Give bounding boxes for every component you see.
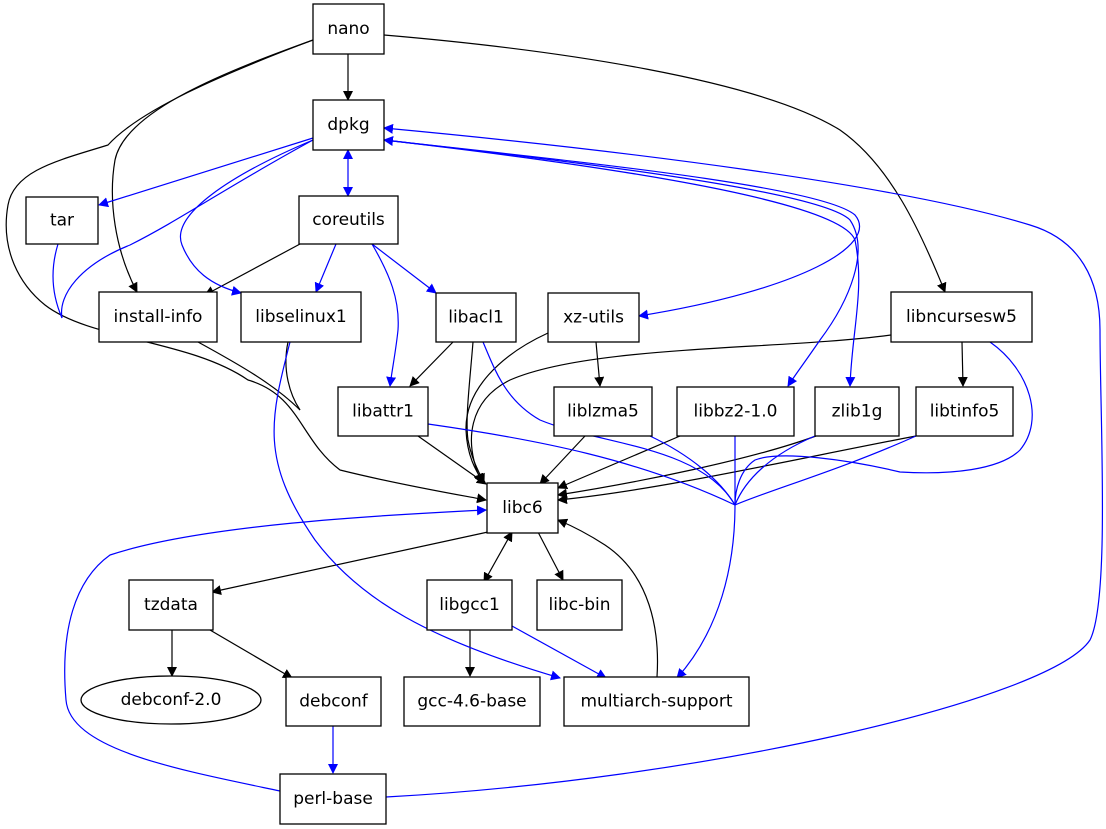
- node-multiarch-support[interactable]: multiarch-support: [563, 676, 750, 727]
- node-libncursesw5[interactable]: libncursesw5: [890, 291, 1033, 343]
- edge-dpkg-tar: [98, 137, 314, 208]
- node-label: xz-utils: [563, 308, 624, 328]
- node-label: libtinfo5: [930, 402, 1000, 422]
- node-libacl1[interactable]: libacl1: [435, 292, 517, 343]
- node-libc6[interactable]: libc6: [486, 482, 559, 534]
- edge-libncursesw5-multiarch-hub: [734, 341, 1033, 506]
- node-label: libgcc1: [439, 595, 500, 615]
- edge-tzdata-debconf: [209, 629, 293, 679]
- edge-perl-base-dpkg: [383, 123, 1104, 798]
- node-dpkg[interactable]: dpkg: [312, 99, 385, 151]
- edge-liblzma5-libc6: [539, 435, 586, 485]
- node-label: libbz2-1.0: [694, 402, 778, 422]
- edge-nano-install-info: [111, 39, 314, 293]
- node-tar[interactable]: tar: [25, 196, 99, 245]
- node-nano[interactable]: nano: [312, 3, 385, 55]
- nodes: nano dpkg tar coreutils install-info lib…: [25, 3, 1033, 825]
- edge-libc6-tzdata: [211, 531, 489, 595]
- edge-libc6-libc-bin: [537, 531, 564, 581]
- node-zlib1g[interactable]: zlib1g: [814, 386, 900, 437]
- edge-install-info-libc6: [197, 341, 301, 411]
- node-coreutils[interactable]: coreutils: [298, 195, 399, 245]
- edge-multiarch-libc6: [557, 518, 659, 678]
- edge-nano-libncursesw5: [383, 34, 947, 293]
- edge-libattr1-libc6: [417, 435, 487, 485]
- edge-libtinfo5-multiarch-hub: [734, 435, 917, 506]
- edge-hub-multiarch: [676, 504, 736, 679]
- edge-coreutils-libattr1: [371, 243, 399, 387]
- edges: [5, 34, 1104, 798]
- node-libbz2-1.0[interactable]: libbz2-1.0: [676, 386, 795, 437]
- node-label: zlib1g: [832, 402, 883, 422]
- node-label: install-info: [114, 307, 203, 327]
- edge-libncursesw5-libtinfo5: [957, 341, 968, 387]
- edge-libncursesw5-libc6: [470, 334, 892, 484]
- edge-xz-utils-libc6: [465, 332, 549, 484]
- edge-dpkg-libbz2: [383, 139, 859, 387]
- node-label: libattr1: [352, 402, 414, 422]
- edge-zlib1g-multiarch-hub: [734, 435, 816, 506]
- edge-libacl1-libattr1: [409, 341, 454, 387]
- node-label: tzdata: [144, 595, 198, 615]
- node-label: tar: [50, 211, 74, 231]
- node-tzdata[interactable]: tzdata: [128, 579, 214, 631]
- edge-dpkg-xz-utils: [383, 136, 861, 320]
- edge-tar-libc6-blue: [52, 243, 63, 319]
- node-label: libc-bin: [548, 595, 610, 615]
- node-label: libselinux1: [255, 307, 346, 327]
- edge-libc6-libgcc1: [483, 531, 513, 583]
- edge-libselinux1-libc6: [285, 341, 301, 411]
- node-gcc-4.6-base[interactable]: gcc-4.6-base: [403, 676, 541, 727]
- node-libgcc1[interactable]: libgcc1: [426, 579, 513, 631]
- node-debconf-2.0[interactable]: debconf-2.0: [80, 675, 262, 725]
- node-label: libacl1: [448, 308, 504, 328]
- edge-coreutils-libselinux1: [314, 243, 337, 293]
- edge-coreutils-install-info: [204, 243, 301, 296]
- node-debconf[interactable]: debconf: [285, 676, 382, 727]
- edge-perl-base-libc6: [64, 505, 487, 792]
- edge-dpkg-libc6-blue: [60, 139, 314, 319]
- node-libtinfo5[interactable]: libtinfo5: [915, 386, 1014, 437]
- node-label: dpkg: [327, 115, 369, 135]
- node-label: nano: [327, 19, 369, 39]
- node-install-info[interactable]: install-info: [98, 291, 218, 343]
- node-label: liblzma5: [567, 402, 639, 422]
- node-label: coreutils: [312, 210, 385, 230]
- edge-coreutils-libacl1: [371, 243, 437, 294]
- node-libselinux1[interactable]: libselinux1: [240, 291, 362, 343]
- edge-libattr1-multiarch-hub: [427, 423, 736, 506]
- node-label: debconf: [299, 692, 369, 712]
- node-perl-base[interactable]: perl-base: [279, 773, 387, 825]
- edge-libtinfo5-libc6: [557, 435, 917, 505]
- edge-libacl1-libc6: [466, 341, 485, 484]
- edge-dpkg-zlib1g: [383, 139, 860, 387]
- edge-libselinux1-multiarch: [273, 341, 561, 681]
- node-label: libncursesw5: [906, 307, 1017, 327]
- edge-nano-libc6: [5, 39, 487, 504]
- edge-xz-utils-liblzma5: [594, 341, 605, 387]
- node-label: perl-base: [293, 789, 373, 809]
- edge-zlib1g-libc6: [557, 435, 817, 499]
- node-label: gcc-4.6-base: [417, 692, 526, 712]
- node-label: multiarch-support: [580, 692, 732, 712]
- node-libattr1[interactable]: libattr1: [337, 386, 429, 437]
- node-libc-bin[interactable]: libc-bin: [536, 579, 623, 631]
- edge-liblzma5-multiarch-hub: [649, 435, 736, 506]
- node-label: libc6: [502, 498, 542, 518]
- node-xz-utils[interactable]: xz-utils: [547, 292, 640, 343]
- edge-libgcc1-multiarch: [511, 625, 607, 679]
- edge-dpkg-libselinux1: [179, 139, 314, 296]
- node-liblzma5[interactable]: liblzma5: [553, 386, 653, 437]
- node-label: debconf-2.0: [121, 690, 222, 710]
